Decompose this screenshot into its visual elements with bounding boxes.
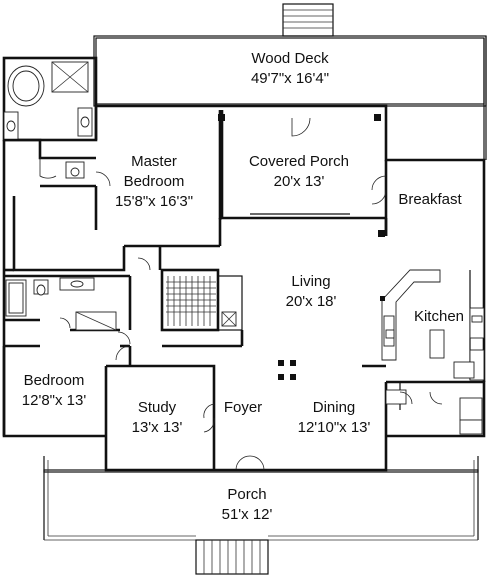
dining-dims: 12'10"x 13' — [298, 419, 371, 436]
door-swings — [39, 117, 443, 471]
bedroom-name: Bedroom — [24, 372, 85, 389]
wood-deck-name: Wood Deck — [251, 50, 329, 67]
fixtures — [5, 269, 485, 435]
master-bath — [2, 56, 98, 179]
living-dims: 20'x 18' — [286, 293, 337, 310]
living-name: Living — [291, 273, 330, 290]
interior-walls — [2, 110, 471, 470]
room-labels: Wood Deck 49'7"x 16'4" Master Bedroom 15… — [22, 50, 464, 523]
porch-name: Porch — [227, 486, 266, 503]
master-bedroom-name-line1: Master — [131, 153, 177, 170]
covered-porch-name: Covered Porch — [249, 153, 349, 170]
front-porch — [43, 456, 479, 575]
master-bedroom-name-line2: Bedroom — [124, 173, 185, 190]
study-dims: 13'x 13' — [132, 419, 183, 436]
columns — [218, 114, 385, 380]
dining-name: Dining — [313, 399, 356, 416]
covered-porch-dims: 20'x 13' — [274, 173, 325, 190]
porch-dims: 51'x 12' — [222, 506, 273, 523]
kitchen-name: Kitchen — [414, 308, 464, 325]
master-bedroom-dims: 15'8"x 16'3" — [115, 193, 193, 210]
foyer-name: Foyer — [224, 399, 262, 416]
study-name: Study — [138, 399, 177, 416]
wood-deck-dims: 49'7"x 16'4" — [251, 70, 329, 87]
bedroom-dims: 12'8"x 13' — [22, 392, 87, 409]
breakfast-name: Breakfast — [398, 191, 462, 208]
